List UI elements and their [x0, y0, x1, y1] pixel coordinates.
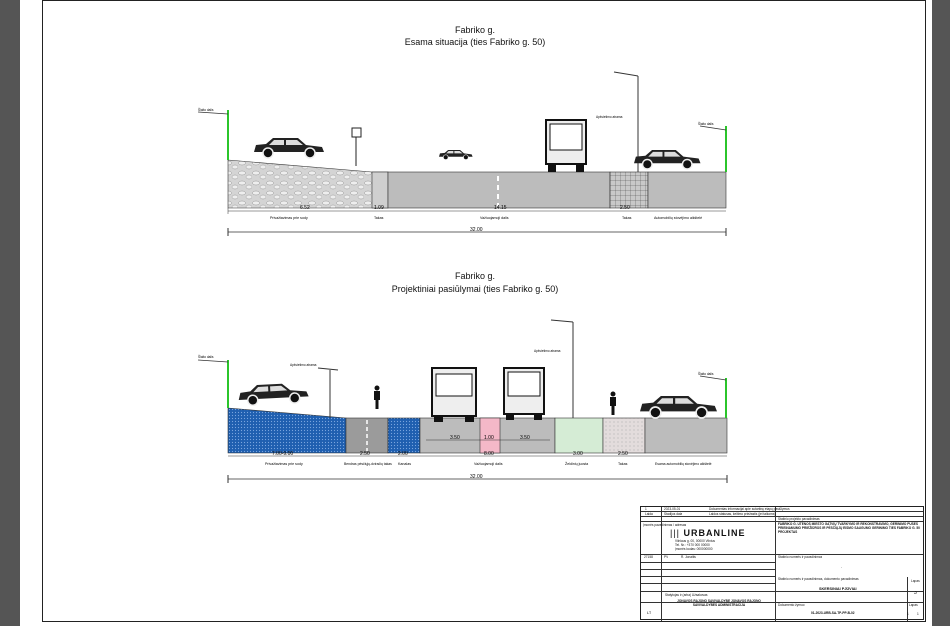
rev-text: Dokumentas informacijai apie sutartinę e…: [709, 507, 790, 511]
s1-dim-0: 6.52: [300, 205, 310, 211]
s2-dim-7: 3.00: [573, 451, 583, 457]
s2-total: 32.00: [470, 474, 483, 480]
drawing-frame: [42, 0, 926, 622]
s2-dim-5: 3.50: [520, 435, 530, 441]
s1-zone-0: Privažiavimas prie sody: [270, 216, 308, 220]
sheets-label: Lapas: [909, 603, 918, 607]
s2-zone-5: Takas: [618, 462, 628, 466]
section1-subtitle: Esama situacija (ties Fabriko g. 50): [404, 37, 546, 47]
role1: PV: [664, 555, 669, 559]
company-info-2: Įmonės kodas: 000000000: [675, 547, 713, 551]
s2-dim-1: 2.50: [360, 451, 370, 457]
s1-dim-1: 1.09: [374, 205, 384, 211]
doc-name: SKERSINIAI PJŪVIAI: [819, 587, 857, 591]
s2-dim-2: 2.00: [398, 451, 408, 457]
sheet-val: 3: [914, 591, 917, 595]
company-info-1: Tel. Nr.: +370 000 00000: [675, 543, 710, 547]
company-info-label: Įmonės pavadinimas / adresas: [643, 523, 687, 527]
section2-title: Fabriko g.: [454, 271, 496, 281]
s1-pole-0: Šlaito dalis: [198, 107, 214, 112]
section2-drawing: 7.00-9.00 2.50 2.00 3.50 1.00 3.50 8.00 …: [197, 319, 728, 483]
s1-total: 32.00: [470, 227, 483, 233]
s2-zone-2: Kanalas: [398, 462, 411, 466]
s1-zone-1: Takas: [374, 216, 384, 220]
doc-no-label: Dokumento žymuo: [778, 603, 805, 607]
s1-pole-2: Šlaito dalis: [698, 121, 714, 126]
section1-drawing: 6.52 1.09 14.15 2.50 Privažiavimas prie …: [197, 71, 727, 236]
s2-pole-3: Šlaito dalis: [698, 371, 714, 376]
stage-value: Stadijos data: [664, 512, 683, 516]
company-logo: ||| URBANLINE: [670, 528, 746, 538]
s2-dim-3: 3.50: [450, 435, 460, 441]
section2-subtitle: Projektiniai pasiūlymai (ties Fabriko g.…: [391, 284, 559, 294]
doc-no: 01-2023-URB-SA-TP-PP-B-02: [811, 611, 855, 615]
sheets-of: 1: [907, 612, 909, 616]
s1-zone-3: Takas: [622, 216, 632, 220]
stage-label: Laida: [645, 512, 653, 516]
logo-mark: |||: [670, 528, 681, 538]
s2-zone-4: Želdinių juosta: [565, 461, 588, 466]
s2-dim-0: 7.00-9.00: [272, 451, 293, 457]
s2-zone-3: Važiuojamoji dalis: [474, 462, 503, 466]
s2-zone-0: Privažiavimas prie sody: [265, 462, 303, 466]
section1-title: Fabriko g.: [454, 25, 496, 35]
client-label: Statytojas ir (arba) Užsakovas: [665, 593, 708, 597]
doc-label: Statinio numeris ir pavadinimas, dokumen…: [778, 577, 859, 581]
sheet-label: Lapas: [911, 579, 920, 583]
title-block: 1 2023-05-01 Dokumentas informacijai api…: [640, 506, 924, 621]
s1-pole-1: Apšvietimo atrama: [596, 115, 623, 119]
s1-dim-3: 2.50: [620, 205, 630, 211]
project-name: FABRIKO G. UTENOS MIESTO GATVIŲ TVARKYMO…: [778, 522, 920, 534]
s1-zone-2: Važiuojamoji dalis: [480, 216, 509, 220]
s2-pole-1: Apšvietimo atrama: [290, 363, 317, 367]
client: JONAVOS RAJONO SAVIVALDYBĖ JONAVOS RAJON…: [677, 599, 761, 607]
rev-date: 2023-05-01: [664, 507, 681, 511]
logo-text: URBANLINE: [683, 528, 746, 538]
role-code: 27158: [644, 555, 653, 559]
rev-no: 1: [645, 507, 647, 511]
lang: LT: [647, 611, 652, 615]
s2-pole-0: Šlaito dalis: [198, 354, 214, 359]
s2-pole-2: Apšvietimo atrama: [534, 349, 561, 353]
object-label: Statinio numeris ir pavadinimas: [778, 555, 823, 559]
s1-dim-2: 14.15: [494, 205, 507, 211]
s2-zone-6: Esama automobilių stovėjimo aikštelė: [655, 462, 712, 466]
object-dash: -: [841, 565, 843, 569]
s2-dim-8: 2.50: [618, 451, 628, 457]
company-info-0: Vilniaus g. 00, 00000 Vilnius: [675, 539, 715, 543]
s2-zone-1: Bendras pėsčiųjų-dviračių takas: [344, 462, 392, 466]
s1-zone-4: Automobilių stovėjimo aikštelė: [654, 216, 702, 220]
s2-dim-4: 1.00: [484, 435, 494, 441]
role1-name: R. Jonaitis: [681, 555, 696, 559]
changes-text: Laidos statusas, keitimo priežastis (jei…: [709, 512, 776, 516]
project-name-label: Statinio projekto pavadinimas: [778, 517, 820, 521]
sheets-total: 1: [917, 612, 919, 616]
s2-dim-6: 8.00: [484, 451, 494, 457]
